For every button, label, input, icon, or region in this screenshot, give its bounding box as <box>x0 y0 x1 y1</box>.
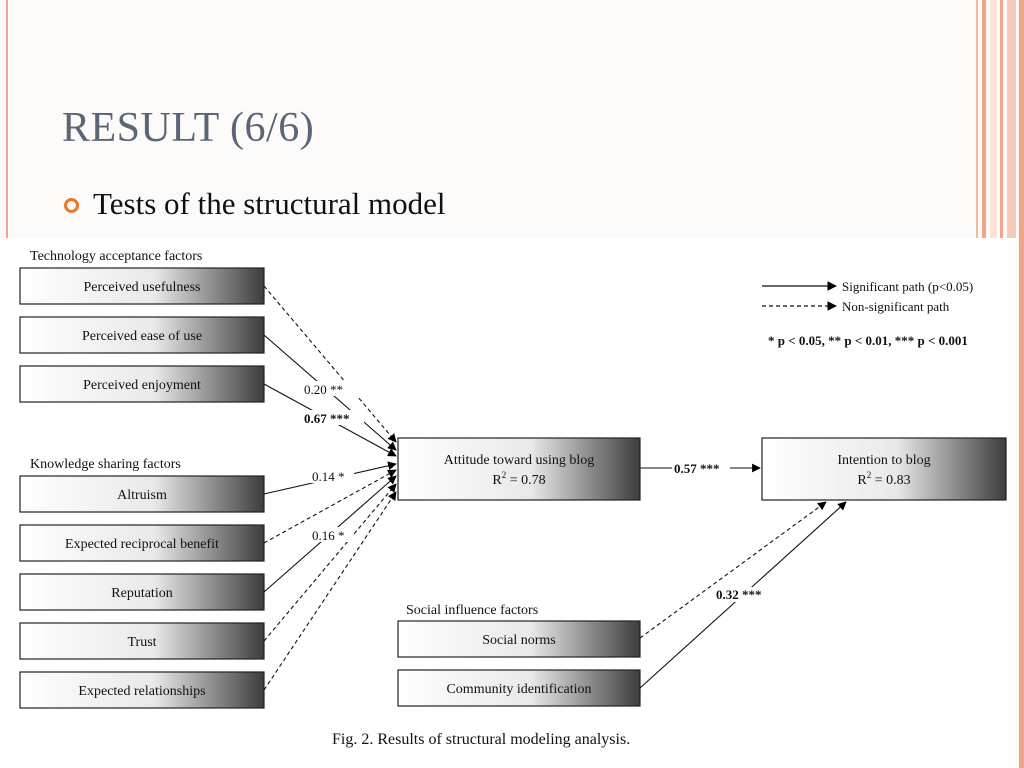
coef-community-intention: 0.32 *** <box>716 587 762 602</box>
factor-box-community-identification: Community identification <box>397 669 641 707</box>
bullet-item: Tests of the structural model <box>64 186 446 222</box>
intention-r-squared: R2 = 0.83 <box>857 470 910 488</box>
legend: Significant path (p<0.05) Non-significan… <box>762 279 973 348</box>
coef-altruism-attitude: 0.14 * <box>312 469 345 484</box>
factor-label: Social norms <box>482 633 556 648</box>
outcome-box-attitude: Attitude toward using blog R2 = 0.78 <box>397 437 641 501</box>
factor-box-altruism: Altruism <box>19 475 265 513</box>
factor-box-social-norms: Social norms <box>397 620 641 658</box>
legend-significance-levels: * p < 0.05, ** p < 0.01, *** p < 0.001 <box>768 333 968 348</box>
factor-box-enjoyment: Perceived enjoyment <box>19 365 265 403</box>
outcome-box-intention: Intention to blog R2 = 0.83 <box>761 437 1007 501</box>
factor-label: Perceived enjoyment <box>83 378 201 393</box>
factor-label: Perceived ease of use <box>82 329 202 344</box>
structural-model-diagram: Technology acceptance factors Knowledge … <box>19 249 1007 748</box>
structural-model-figure: Technology acceptance factors Knowledge … <box>0 238 1016 768</box>
factor-label: Trust <box>127 635 156 650</box>
intention-title: Intention to blog <box>837 453 930 468</box>
factor-box-trust: Trust <box>19 622 265 660</box>
factor-box-reputation: Reputation <box>19 573 265 611</box>
attitude-title: Attitude toward using blog <box>444 453 595 468</box>
figure-caption: Fig. 2. Results of structural modeling a… <box>332 731 630 748</box>
slide-title: RESULT (6/6) <box>62 105 315 151</box>
coef-attitude-intention: 0.57 *** <box>674 461 720 476</box>
factor-box-relationships: Expected relationships <box>19 671 265 709</box>
path-norms-intention <box>639 501 827 639</box>
factor-label: Expected relationships <box>78 684 205 699</box>
legend-nonsignificant: Non-significant path <box>842 299 950 314</box>
factor-box-usefulness: Perceived usefulness <box>19 267 265 305</box>
coef-reputation-attitude: 0.16 * <box>312 528 345 543</box>
bullet-text: Tests of the structural model <box>93 186 446 221</box>
factor-label: Reputation <box>111 586 172 601</box>
group-label-knowledge: Knowledge sharing factors <box>30 457 181 472</box>
factor-box-reciprocal-benefit: Expected reciprocal benefit <box>19 524 265 562</box>
factor-box-ease-of-use: Perceived ease of use <box>19 316 265 354</box>
coef-enjoyment-attitude: 0.67 *** <box>304 411 350 426</box>
legend-significant: Significant path (p<0.05) <box>842 279 973 294</box>
group-label-technology: Technology acceptance factors <box>30 249 202 264</box>
attitude-r-squared: R2 = 0.78 <box>492 470 545 488</box>
group-label-social: Social influence factors <box>406 603 538 618</box>
factor-label: Altruism <box>117 488 167 503</box>
bullet-icon <box>64 197 79 213</box>
factor-label: Perceived usefulness <box>83 280 200 295</box>
path-relationships-attitude <box>263 491 397 691</box>
factor-label: Expected reciprocal benefit <box>65 537 219 552</box>
coef-ease-attitude: 0.20 ** <box>304 382 343 397</box>
path-usefulness-attitude <box>263 285 397 443</box>
path-trust-attitude <box>263 483 397 642</box>
factor-label: Community identification <box>446 682 591 697</box>
